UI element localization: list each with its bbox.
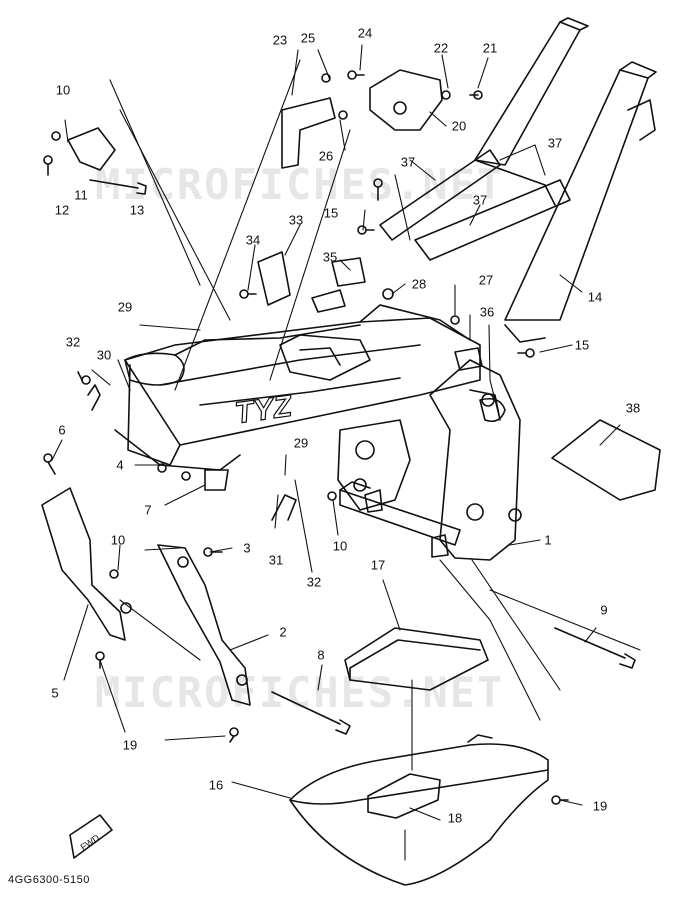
rear-subframe xyxy=(379,17,657,343)
callout-17: 17 xyxy=(370,557,386,573)
guard-5 xyxy=(41,487,126,641)
callout-14: 14 xyxy=(587,289,603,305)
callout-32b: 32 xyxy=(306,574,322,590)
callout-19a: 19 xyxy=(122,737,138,753)
pad-36 xyxy=(454,347,483,371)
callout-16: 16 xyxy=(208,777,224,793)
callout-15b: 15 xyxy=(574,337,590,353)
callout-27: 27 xyxy=(478,272,494,288)
bolt-13 xyxy=(89,179,139,189)
bolt-8 xyxy=(271,691,341,725)
callout-13: 13 xyxy=(129,202,145,218)
fwd-arrow xyxy=(69,814,113,859)
callout-33: 33 xyxy=(288,212,304,228)
bracket-11 xyxy=(67,127,116,171)
callout-9: 9 xyxy=(600,602,608,618)
callout-2: 2 xyxy=(279,624,287,640)
callout-37a: 37 xyxy=(547,135,563,151)
main-frame xyxy=(114,304,522,561)
callout-23: 23 xyxy=(272,32,288,48)
callout-25: 25 xyxy=(300,30,316,46)
callout-31: 31 xyxy=(268,552,284,568)
pad-35 xyxy=(331,257,366,287)
callout-36: 36 xyxy=(479,304,495,320)
callout-10b: 10 xyxy=(110,532,126,548)
callout-22: 22 xyxy=(433,40,449,56)
skid-plate-16 xyxy=(289,743,549,886)
callout-28: 28 xyxy=(411,276,427,292)
callout-7: 7 xyxy=(144,502,152,518)
watermark-bottom: MICROFICHES.NET xyxy=(95,668,505,717)
callout-34: 34 xyxy=(245,232,261,248)
callout-29b: 29 xyxy=(293,435,309,451)
callout-3: 3 xyxy=(243,540,251,556)
bracket-20 xyxy=(369,69,443,131)
callout-4: 4 xyxy=(116,457,124,473)
callout-5: 5 xyxy=(51,685,59,701)
diagram-code: 4GG6300-5150 xyxy=(8,874,90,886)
callout-29a: 29 xyxy=(117,299,133,315)
callout-26: 26 xyxy=(318,148,334,164)
callout-20: 20 xyxy=(451,118,467,134)
callout-19b: 19 xyxy=(592,798,608,814)
callout-15a: 15 xyxy=(323,205,339,221)
callout-30: 30 xyxy=(96,347,112,363)
frame-logo: TYZ xyxy=(233,390,295,431)
callout-38: 38 xyxy=(625,400,641,416)
callout-37b: 37 xyxy=(400,154,416,170)
callout-11: 11 xyxy=(74,187,88,203)
fwd-label: FWD xyxy=(79,832,102,852)
cross-member xyxy=(339,481,461,558)
seat-rail-inner xyxy=(279,334,371,381)
callout-1: 1 xyxy=(544,532,552,548)
callout-12: 12 xyxy=(54,202,70,218)
bracket-23 xyxy=(281,97,336,169)
callout-21: 21 xyxy=(482,40,498,56)
plate-33 xyxy=(257,251,291,306)
callout-8: 8 xyxy=(317,647,325,663)
clip-30 xyxy=(87,384,101,411)
callout-37c: 37 xyxy=(472,192,488,208)
clip-31 xyxy=(271,494,297,521)
cover-38 xyxy=(551,419,661,501)
pad-18 xyxy=(367,773,441,819)
callout-10a: 10 xyxy=(55,82,71,98)
callout-35: 35 xyxy=(322,249,338,265)
callout-24: 24 xyxy=(357,25,373,41)
callout-32a: 32 xyxy=(65,334,81,350)
callout-10c: 10 xyxy=(332,538,348,554)
callout-18: 18 xyxy=(447,810,463,826)
bolt-9 xyxy=(554,627,626,659)
pad-35b xyxy=(311,289,346,313)
guard-2 xyxy=(157,544,251,706)
callout-6: 6 xyxy=(58,422,66,438)
